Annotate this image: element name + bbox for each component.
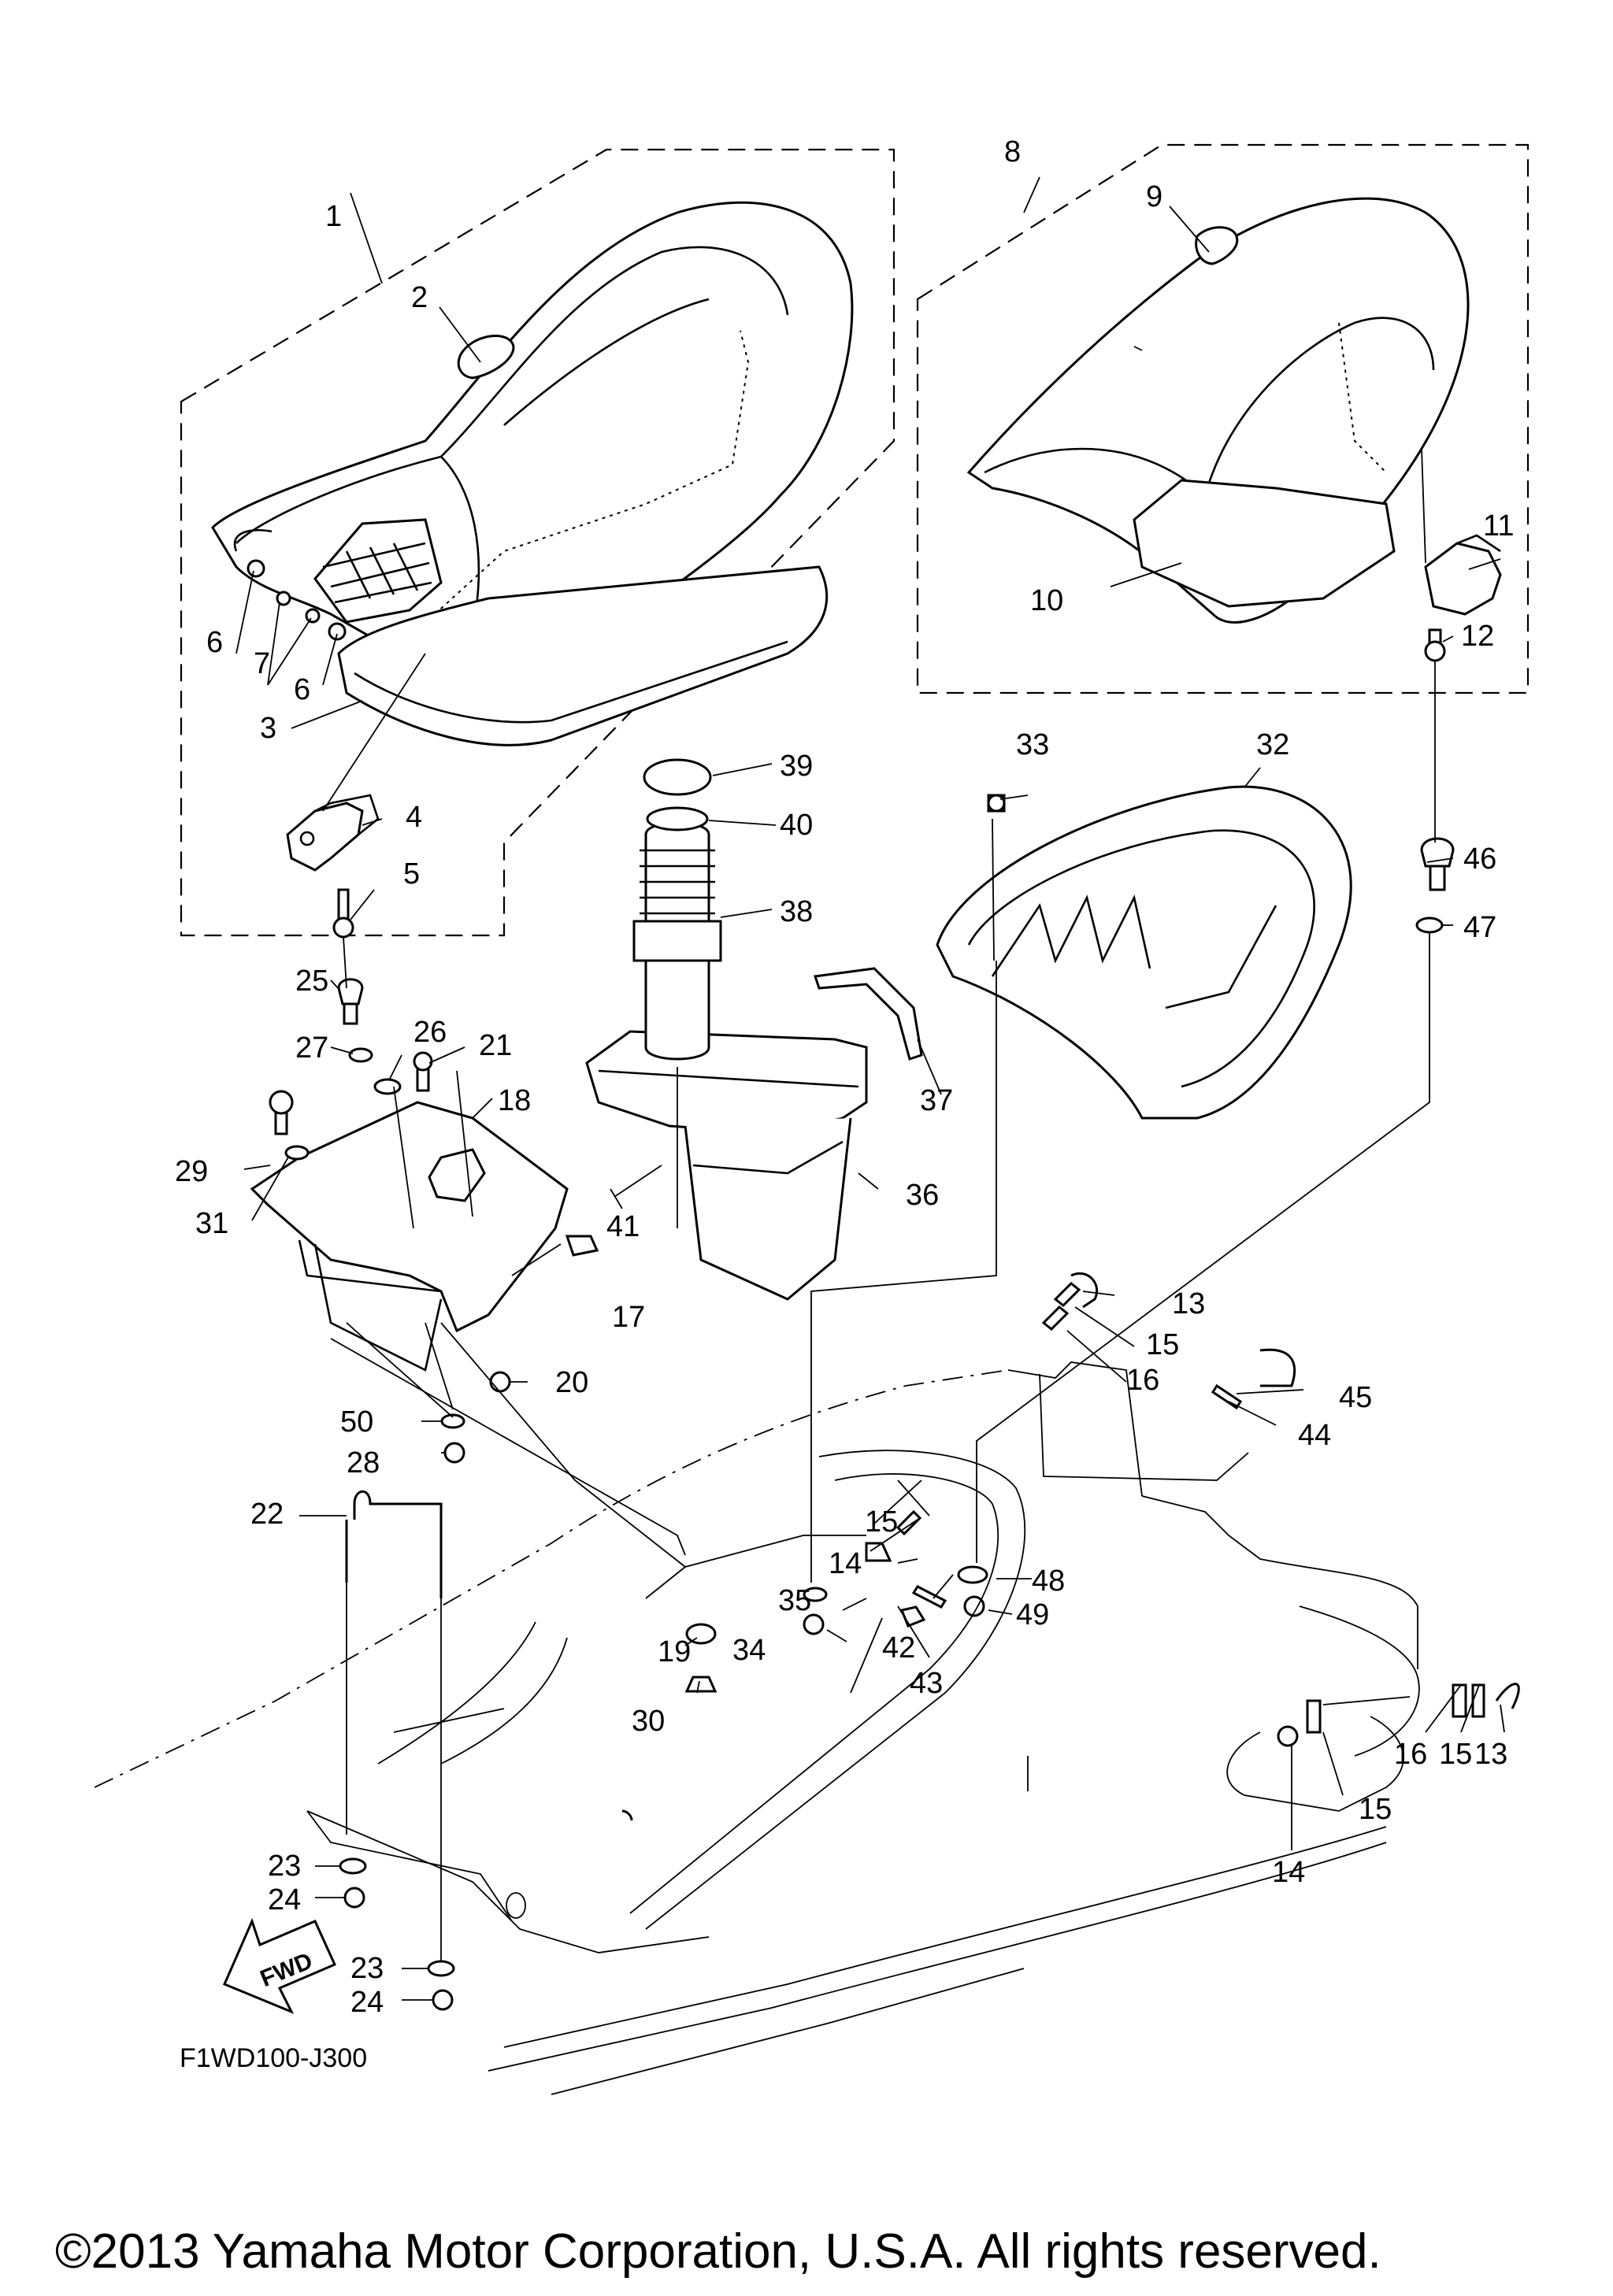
- callout: 48: [1032, 1565, 1065, 1598]
- callout: 35: [778, 1584, 811, 1617]
- drawing-code: F1WD100-J300: [180, 2043, 367, 2073]
- callout: 18: [498, 1084, 531, 1117]
- callout: 19: [658, 1635, 691, 1668]
- callout: 29: [175, 1155, 208, 1188]
- callout: 40: [780, 809, 813, 842]
- hull-outline: [94, 1361, 1420, 2095]
- callout: 10: [1030, 584, 1063, 617]
- filler-cap: [643, 758, 712, 796]
- callout: 30: [632, 1705, 665, 1738]
- storage-box: [585, 1030, 868, 1301]
- callout: 42: [882, 1631, 915, 1665]
- callout: 37: [920, 1084, 953, 1117]
- callout: 34: [732, 1634, 766, 1667]
- callout: 7: [254, 647, 270, 680]
- callout: 1: [325, 200, 342, 233]
- o-ring: [646, 806, 709, 831]
- callout: 44: [1298, 1419, 1331, 1452]
- rear-seat-group-box: [916, 143, 1530, 694]
- callout: 3: [260, 712, 276, 745]
- callout: 26: [413, 1016, 447, 1049]
- callout: 39: [780, 750, 813, 783]
- callout: 14: [1272, 1856, 1305, 1889]
- callout: 50: [340, 1405, 373, 1439]
- callout: 15: [865, 1505, 898, 1539]
- callout: 17: [612, 1301, 645, 1334]
- callout: 45: [1339, 1381, 1372, 1414]
- callout: 16: [1394, 1738, 1427, 1771]
- platform-bracket: [250, 1101, 569, 1372]
- fasteners: [247, 559, 1520, 2011]
- rear-seat: [966, 197, 1470, 624]
- callout: 24: [350, 1986, 384, 2019]
- callout: 15: [1146, 1328, 1179, 1361]
- callout: 36: [906, 1179, 939, 1212]
- rear-seat-bracket: [1424, 534, 1502, 616]
- callout: 22: [250, 1498, 284, 1531]
- callout-labels: 1 2 3 4 5 6 6 7 8 9 10 11 12 13 15 16 45…: [175, 135, 1514, 2019]
- callout: 49: [1016, 1598, 1049, 1631]
- trim-strip: [814, 967, 923, 1061]
- copyright: ©2013 Yamaha Motor Corporation, U.S.A. A…: [55, 2224, 1381, 2279]
- callout: 11: [1483, 509, 1514, 543]
- callout: 4: [406, 801, 422, 834]
- callout: 6: [206, 626, 223, 659]
- callout: 38: [780, 895, 813, 928]
- callout: 13: [1172, 1287, 1205, 1320]
- callout: 28: [347, 1446, 380, 1479]
- callout: 6: [294, 673, 310, 706]
- callout: 12: [1461, 620, 1494, 653]
- strap-bracket: [428, 1148, 486, 1202]
- callout: 31: [195, 1207, 228, 1240]
- callout: 47: [1463, 911, 1496, 944]
- callout: 32: [1256, 728, 1289, 761]
- leader-lines: [235, 176, 1505, 2001]
- callout: 27: [295, 1031, 328, 1065]
- callout: 14: [829, 1547, 862, 1580]
- callout: 23: [268, 1850, 301, 1883]
- callout: 13: [1474, 1738, 1507, 1771]
- callout: 41: [606, 1210, 640, 1243]
- callout: 15: [1359, 1793, 1392, 1826]
- callout: 46: [1463, 842, 1496, 876]
- callout: 25: [295, 965, 328, 998]
- callout: 20: [555, 1366, 588, 1399]
- fwd-arrow-icon: FWD: [223, 1917, 336, 2014]
- callout: 2: [411, 281, 428, 314]
- callout: 43: [910, 1667, 943, 1700]
- callout: 23: [350, 1952, 384, 1985]
- callout: 16: [1126, 1364, 1159, 1397]
- main-seat: [211, 201, 854, 746]
- callout: 9: [1146, 180, 1162, 213]
- callout: 33: [1016, 728, 1049, 761]
- callout: 15: [1439, 1738, 1472, 1771]
- filler-neck: [632, 821, 722, 1061]
- callout: 21: [479, 1029, 512, 1062]
- seat-base-tray: [936, 785, 1352, 1120]
- seat-lock-bracket: [286, 794, 380, 872]
- callout: 24: [268, 1883, 301, 1916]
- callout: 5: [403, 857, 420, 891]
- callout: 8: [1004, 135, 1021, 168]
